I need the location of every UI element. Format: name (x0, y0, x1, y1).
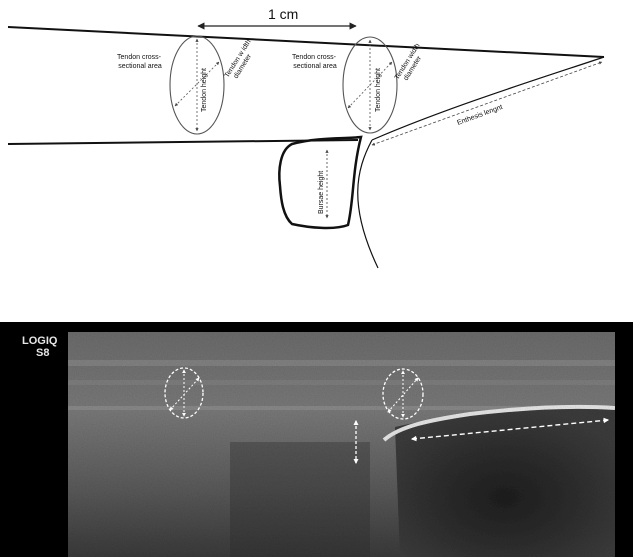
bone-cortex-line (358, 140, 378, 268)
csa-label-left: Tendon cross- sectional area (117, 54, 163, 70)
sonogram-field (68, 332, 615, 557)
tendon-upper-border (8, 27, 604, 57)
width-label-left: Tendon w idth diameter (224, 37, 261, 83)
ultrasound-image: LOGIQ S8 (0, 322, 633, 557)
scale-label: 1 cm (268, 6, 298, 22)
height-label-left: Tendon height (201, 68, 208, 112)
enthesis-length-label: Enthesis lengnt (456, 104, 503, 127)
tendon-schematic: Bursae height 1 cm Tendon cross- section… (0, 0, 633, 300)
csa-label-right: Tendon cross- sectional area (292, 54, 338, 70)
height-label-right: Tendon height (375, 68, 382, 112)
bursa-height-label: Bursae height (318, 171, 325, 214)
